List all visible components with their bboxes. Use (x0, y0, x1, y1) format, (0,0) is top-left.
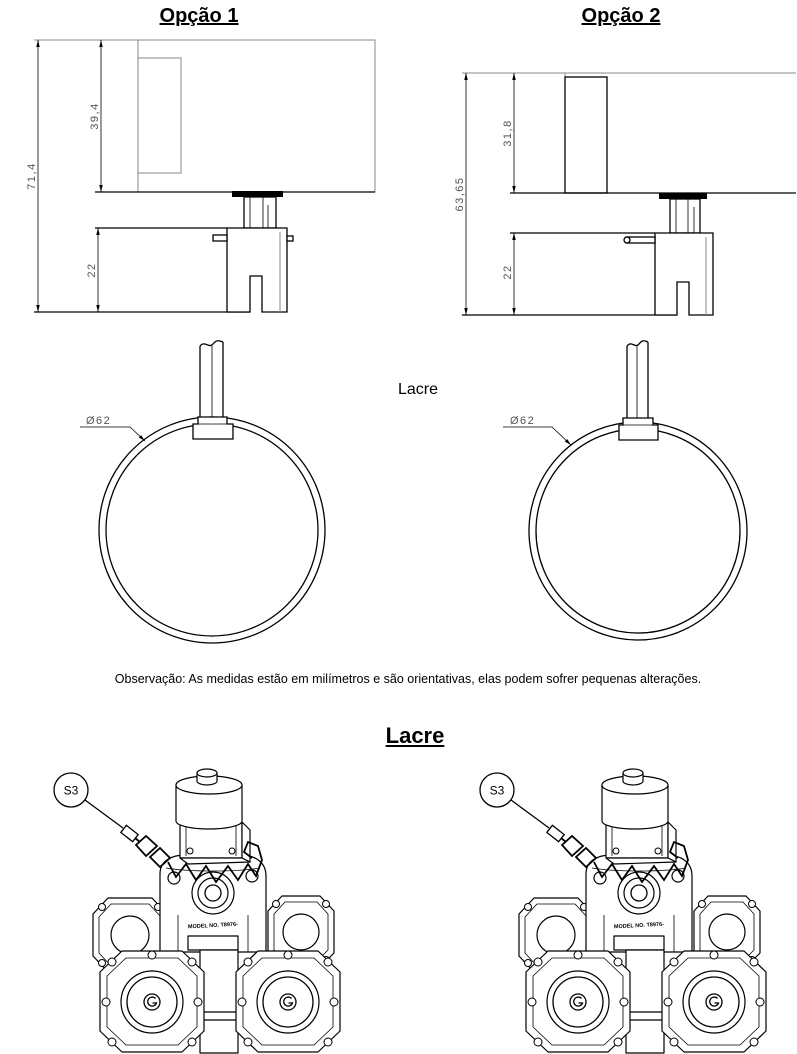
right-pin (286, 235, 294, 242)
pin-end (623, 236, 631, 244)
callout-label: S3 (64, 784, 79, 798)
mount-flange (232, 191, 283, 197)
left-pin (212, 234, 228, 242)
model-number-label: MODEL NO. T8976- (188, 922, 238, 931)
dimension-lower: 22 (502, 264, 514, 279)
option-1-title: Opção 1 (159, 5, 239, 27)
mount-flange (659, 193, 707, 199)
dimension-overall: 63,65 (454, 176, 466, 211)
clamp-block (226, 227, 288, 313)
ring-inner (535, 428, 741, 634)
diameter-label: Ø62 (86, 415, 111, 427)
dimension-lower: 22 (86, 262, 98, 277)
option-2-side-view: 63,65 31,8 22 (454, 72, 796, 316)
diameter-label: Ø62 (510, 415, 535, 427)
valve-assembly-left (84, 768, 341, 1054)
option-2-connector-block (623, 193, 714, 316)
callout-s3-right: S3 (479, 772, 515, 808)
callout-label: S3 (490, 784, 505, 798)
callout-s3-left: S3 (53, 772, 89, 808)
seal-section-title: Lacre (385, 723, 445, 748)
dimension-upper: 31,8 (502, 119, 514, 146)
dimension-upper: 39,4 (89, 102, 101, 129)
ring-clamp (618, 417, 659, 441)
option-2-title: Opção 2 (581, 5, 661, 27)
device-inner-panel (137, 57, 182, 174)
middle-seal-label: Lacre (397, 381, 439, 398)
clamp-block (654, 232, 714, 316)
option-2-ring-view: Ø62 (503, 340, 748, 641)
diameter-leader (503, 426, 572, 446)
valve-assembly-right (510, 768, 767, 1054)
diameter-leader (80, 426, 146, 442)
ring-clamp (192, 416, 234, 440)
measurement-note: Observação: As medidas estão em milímetr… (114, 672, 702, 686)
mount-stem (669, 198, 701, 234)
dimension-overall: 71,4 (26, 162, 38, 189)
mount-stem (243, 196, 277, 229)
pipe-break-line (199, 340, 224, 347)
ring-outer (98, 416, 326, 644)
callout-bubble (53, 772, 89, 808)
option-1-ring-view: Ø62 (80, 340, 326, 644)
option-1-connector-block (212, 191, 294, 313)
model-number-label: MODEL NO. T8976- (614, 922, 664, 931)
device-inner-panel (564, 76, 608, 194)
option-1-side-view: 71,4 39,4 22 (26, 39, 376, 313)
ring-outer (528, 421, 748, 641)
pipe-break-line (626, 340, 649, 347)
callout-bubble (479, 772, 515, 808)
ring-inner (105, 423, 319, 637)
device-housing-outline (137, 39, 376, 193)
